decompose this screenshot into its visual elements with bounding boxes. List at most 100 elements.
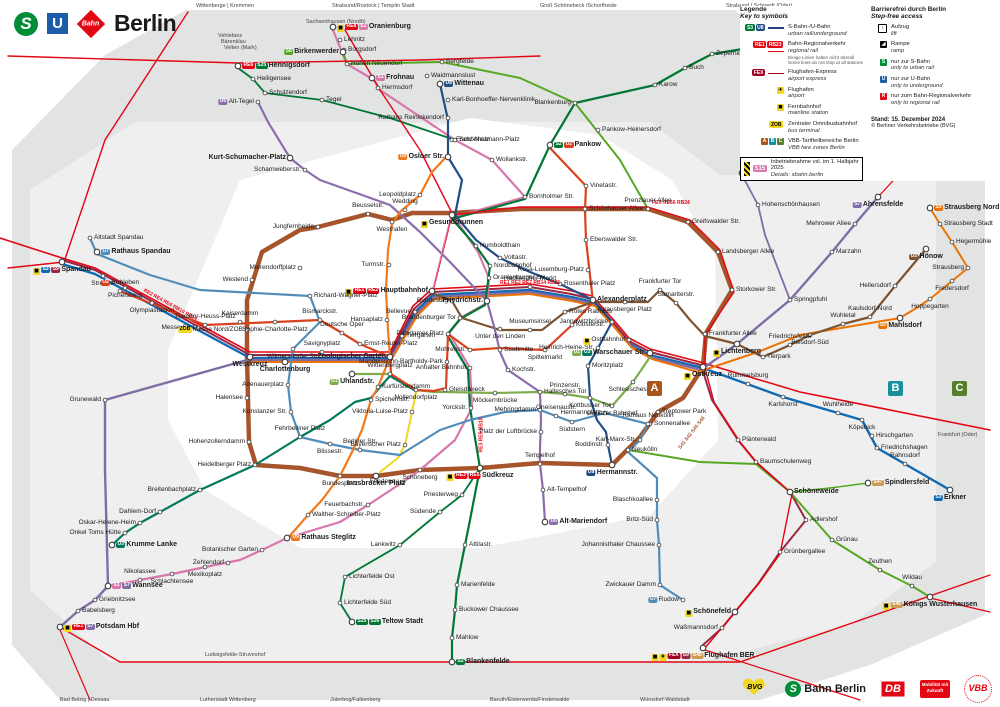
line-badge-S47: S47 [872,479,884,486]
line-badge-S7: S7 [85,623,95,630]
airport-icon: ✈ [659,654,667,661]
station-name: Messe Süd [161,324,194,331]
station-label: Görlitzer Bahnhof [587,410,638,417]
line-badge-ZOB: ZOB [178,326,192,333]
line-badge-U7: U7 [101,248,111,255]
station-label: Marienfelde [461,581,495,588]
station-name: Heiligensee [257,75,291,82]
station-label: Spittelmarkt [528,354,562,361]
station-label: Oranienburger Str. [493,274,546,281]
station-name: Theodor-Heuss-Platz [174,313,236,320]
station-marker [195,325,201,331]
station-marker [492,390,498,396]
station-label: Viktoria-Luise-Platz [352,408,408,415]
regional-line-sample [768,50,784,53]
station-marker [122,285,128,291]
station-marker [329,23,337,31]
station-label: Hegermühle [956,238,991,245]
station-label: Richard-Wagner-Platz [314,292,378,299]
route-number-label: RE1 RE2 RE7 RB14 RB21 [500,280,561,286]
station-label: Karlshorst [768,401,797,408]
station-marker [753,459,759,465]
station-marker [487,263,493,269]
station-marker [467,347,473,353]
station-marker [117,288,123,294]
station-marker [442,387,448,393]
station-name: Tegel [326,96,342,103]
station-label: Köpenick [849,424,876,431]
station-marker [864,479,872,487]
transit-line-s75 [741,174,791,301]
edge-destination-label: Wittenberge | Kremmen [196,3,254,9]
station-name: Rudow [658,596,679,603]
station-marker [452,137,458,143]
station-label: Halensee [216,394,243,401]
station-label: Schönholz [459,136,489,143]
line-badge-U8: U8 [444,80,454,87]
station-name: Grünau [836,536,858,543]
transit-line-s2 [445,45,757,664]
mobility-badge: Mobilität mit Zukunft [920,680,950,698]
station-marker [486,275,492,281]
station-marker [448,658,456,666]
station-marker [448,211,456,219]
station-marker [622,299,628,305]
mainline-station-icon: ◼ [446,474,454,481]
station-label: Storkower Str. [736,286,777,293]
station-marker [467,365,473,371]
station-name: Birkenwerder [294,48,339,55]
station-name: Adenauerplatz [242,381,284,388]
station-marker [339,48,347,56]
u-line-badge: U8 [755,24,765,31]
station-marker [652,82,658,88]
station-label: Potsdamer Platz [396,330,444,337]
station-name: Priesterweg [423,491,458,498]
station-label: Kottbusser Tor [569,402,611,409]
station-name: Westkreuz [232,361,268,368]
edge-destination-label: Stralsund/Rostock | Templin Stadt [332,3,415,9]
station-marker [787,297,793,303]
station-marker [285,382,291,388]
station-name: Friedrichstr. [442,297,483,304]
station-name: Mahlsdorf [888,322,922,329]
transit-line-re-potsdam [59,629,91,701]
station-label: Blaschkoallee [613,496,653,503]
station-label: Platz der Luftbrücke [479,428,537,435]
station-label: Babelsberg [82,607,115,614]
station-name: Humboldthain [480,242,521,249]
zob-icon: ZOB [769,121,783,129]
station-marker [234,62,242,70]
station-label: Friedrichshagen [881,444,928,451]
station-name: Altstadt Spandau [94,234,144,241]
station-label: Kurt-Schumacher-Platz [209,154,286,162]
zone-b-label: B [888,381,903,396]
station-label: Vinetastr. [590,182,617,189]
station-name: Savignyplatz [303,340,341,347]
station-label: Friedrichsfelde [769,333,812,340]
transit-line-re-southwest [59,574,991,663]
station-marker [357,341,363,347]
station-marker [892,283,898,289]
station-marker [807,332,813,338]
mainline-station-icon: ◼ [651,654,659,661]
station-label: Blankenburg [535,99,572,106]
station-name: Prenzlauer Allee [624,197,672,204]
station-label: Bundesplatz [322,480,358,487]
station-label: Wittenbergplatz [367,362,412,369]
station-label: Priesterweg [424,491,458,498]
line-badge-S25: S25 [356,618,368,625]
access-title-en: Step-free access [871,13,923,20]
station-name: Franz-Neumann-Platz [456,136,520,143]
station-marker [755,202,761,208]
edge-destination-label: Vehlefanz [218,33,243,39]
station-marker [397,542,403,548]
station-marker [473,243,479,249]
station-label: Möckernbrücke [473,397,517,404]
station-name: Landsberger Allee [722,248,775,255]
station-name: Schönholz [459,136,490,143]
station-name: Königs Wusterhausen [903,601,978,608]
